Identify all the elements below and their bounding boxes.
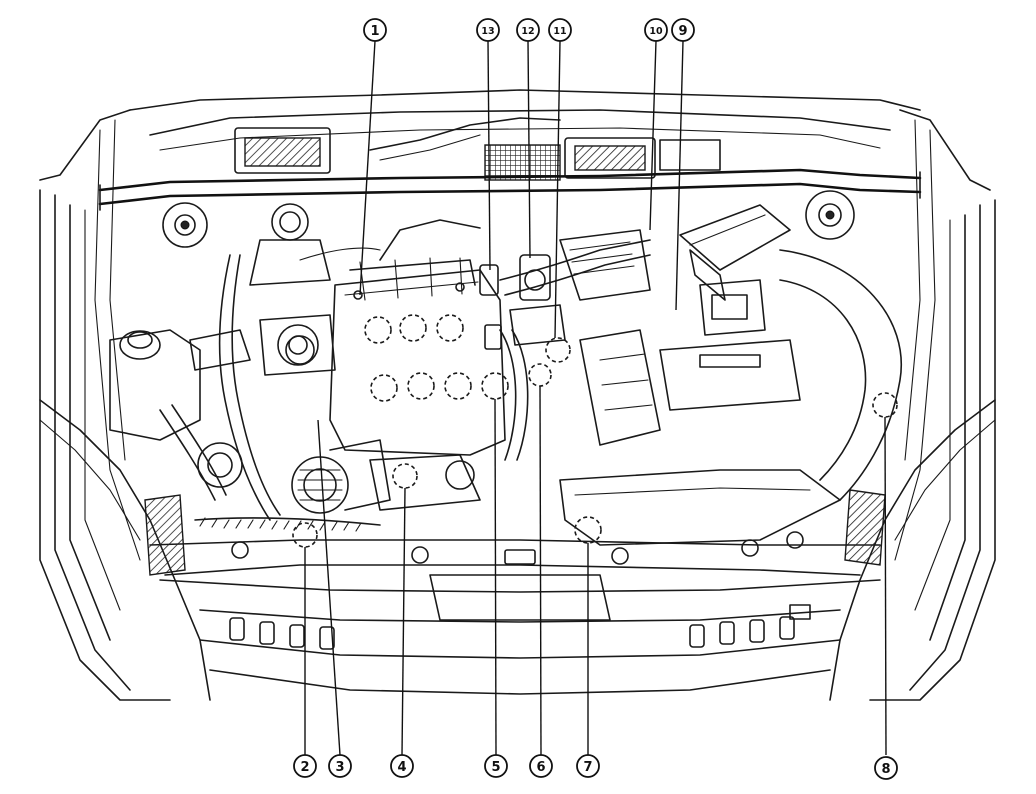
engine-front-details [292,329,661,548]
brake-master-area [249,203,331,286]
air-cleaner-box [679,204,791,301]
callout-6-label: 6 [536,760,545,775]
callout-5: 5 [484,754,508,778]
callout-8: 8 [874,756,898,780]
left-fender [39,109,211,701]
callout-5-label: 5 [491,760,500,775]
leader-lines [304,40,887,756]
callout-9: 9 [671,18,695,42]
callout-3-label: 3 [335,760,344,775]
left-hoses [159,254,281,521]
right-fender [829,109,996,701]
callout-11-label: 11 [553,26,566,37]
callout-2-label: 2 [300,760,309,775]
ignition-coil-markers [364,314,509,402]
air-intake-duct [559,249,903,546]
callout-8-label: 8 [881,762,890,777]
left-strut-mount [162,202,208,248]
alternator [291,439,391,514]
callout-13-label: 13 [481,26,494,37]
upper-radiator-hose [194,517,381,532]
callout-11: 11 [548,18,572,42]
callout-6: 6 [529,754,553,778]
callout-4: 4 [390,754,414,778]
callout-7-label: 7 [583,760,592,775]
battery [659,279,801,411]
callout-1-label: 1 [370,24,379,39]
callout-12: 12 [516,18,540,42]
radiator-support [149,531,881,621]
upper-harness [299,219,651,301]
callout-4-label: 4 [397,760,406,775]
engine-cover [329,257,506,456]
callout-10-label: 10 [649,26,663,37]
cowl-panel [129,89,921,181]
callout-2: 2 [293,754,317,778]
callout-12-label: 12 [521,26,534,37]
right-vent [844,489,886,566]
strut-tower-bar [98,168,922,211]
callout-7: 7 [576,754,600,778]
throttle-body [259,314,336,376]
left-vent [144,494,186,576]
callout-9-label: 9 [678,24,687,39]
callout-13: 13 [476,18,500,42]
callout-10: 10 [644,18,668,42]
callout-group: 1 13 12 11 10 9 2 3 [293,18,898,780]
right-strut-mount [805,190,855,240]
coolant-reservoir [109,329,201,441]
front-bumper [159,579,881,695]
callout-1: 1 [363,18,387,42]
callout-3: 3 [328,754,352,778]
oil-filler [285,335,315,365]
